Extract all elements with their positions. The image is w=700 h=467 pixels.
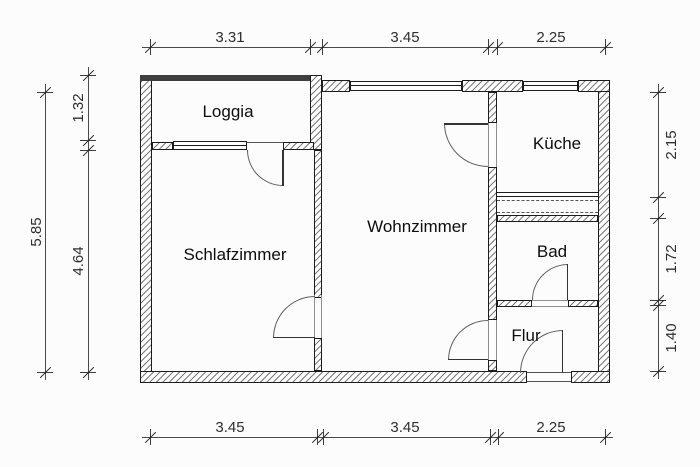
room-label-bad: Bad [536,242,568,261]
loggia-east-wall [310,75,322,150]
door-flur-wohnzimmer-jamb [488,320,497,360]
dim-label-left-total: 5.85 [28,217,45,247]
door-flur-wohnzimmer-leaf [448,358,488,360]
window-wohnzimmer [350,81,462,91]
wall-kueche-south-duct [497,192,598,197]
dim-label-bottom-2: 3.45 [390,419,420,436]
door-loggia-leaf [282,150,284,186]
dimline-bottom [142,437,613,438]
dim-label-bottom-1: 3.45 [215,419,245,436]
wall-schlafzimmer-wohnzimmer-lower [314,338,322,371]
door-entrance-leaf [561,330,563,373]
dimline-right [658,84,659,379]
room-label-schlafzimmer: Schlafzimmer [183,245,287,264]
wall-bad-flur-left [497,300,532,307]
room-label-kueche: Küche [532,134,582,153]
window-kueche [523,81,578,91]
outer-wall-bottom-right [571,371,610,383]
dim-label-top-3: 2.25 [536,29,566,46]
dim-label-right-upper: 2.15 [663,130,680,160]
door-bad-leaf [566,264,568,300]
room-label-flur: Flur [511,326,541,345]
outer-wall-top-segment-1 [322,80,350,92]
door-flur-wohnzimmer-arc [448,320,488,360]
wall-bad-north [497,215,598,222]
loggia-south-wall-right [283,142,314,150]
door-kueche-arc [444,123,488,167]
dimline-top [142,47,613,48]
loggia-parapet [140,75,316,81]
wall-schlafzimmer-wohnzimmer-upper [314,150,322,298]
loggia-door-threshold [247,142,283,143]
door-kueche-leaf [444,123,488,125]
dim-label-left-upper: 1.32 [70,93,87,123]
outer-wall-right [598,80,610,383]
door-kueche-jamb [488,123,497,167]
outer-wall-left [140,75,152,383]
dim-label-right-middle: 1.72 [663,244,680,274]
dim-label-bottom-3: 2.25 [536,419,566,436]
wall-wohnzimmer-east-upper [488,92,497,123]
room-label-loggia: Loggia [202,102,254,121]
outer-wall-top-segment-2 [462,80,523,92]
door-bad-jamb [532,300,568,307]
dimline-left-inner [88,67,89,380]
wall-bad-flur-right [568,300,598,307]
door-bad-arc [532,264,568,300]
entrance-threshold-inner [527,381,571,382]
window-loggia-schlafzimmer [173,141,247,150]
outer-wall-bottom-left [140,371,527,383]
door-schlafzimmer-leaf [273,336,315,338]
door-schlafzimmer-arc [273,296,315,338]
door-schlafzimmer-jamb [314,295,322,338]
outer-wall-top-segment-3 [578,80,610,92]
loggia-south-wall-left [152,142,173,150]
wall-wohnzimmer-east-mid [488,167,497,320]
wall-wohnzimmer-east-lower [488,360,497,371]
room-label-wohnzimmer: Wohnzimmer [367,217,467,236]
dim-label-top-1: 3.31 [215,29,245,46]
duct-dashed-line-1 [497,200,598,201]
dim-label-left-lower: 4.64 [70,246,87,276]
dimline-left-outer [45,84,46,380]
dim-label-top-2: 3.45 [390,29,420,46]
dim-label-right-lower: 1.40 [663,323,680,353]
door-loggia-arc [247,150,283,186]
duct-dashed-line-2 [497,212,598,213]
